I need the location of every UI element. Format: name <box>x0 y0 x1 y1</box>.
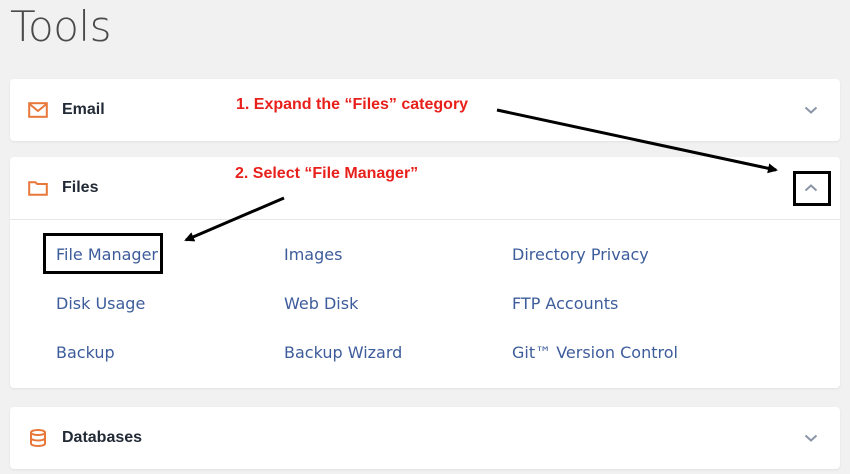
tool-link-ftp-accounts[interactable]: FTP Accounts <box>512 294 619 313</box>
database-icon <box>28 429 48 447</box>
files-tool-grid: File Manager Images Directory Privacy Di… <box>10 220 840 388</box>
tool-link-directory-privacy[interactable]: Directory Privacy <box>512 245 649 264</box>
databases-panel-title: Databases <box>62 429 143 446</box>
databases-panel: Databases <box>10 407 840 469</box>
chevron-down-icon[interactable] <box>804 433 818 443</box>
email-panel-title: Email <box>62 101 105 118</box>
chevron-down-icon[interactable] <box>804 105 818 115</box>
annotation-step-2: 2. Select “File Manager” <box>235 165 419 182</box>
folder-icon <box>28 179 48 197</box>
email-panel-header[interactable]: Email <box>10 79 840 141</box>
tool-link-git-version-control[interactable]: Git™ Version Control <box>512 343 678 362</box>
files-panel: Files File Manager Images Directory Priv… <box>10 157 840 388</box>
tool-link-web-disk[interactable]: Web Disk <box>284 294 359 313</box>
page-title: Tools <box>10 2 111 51</box>
tool-link-file-manager[interactable]: File Manager <box>56 245 158 264</box>
files-panel-divider <box>10 219 840 220</box>
annotation-step-1: 1. Expand the “Files” category <box>236 96 469 113</box>
tool-link-images[interactable]: Images <box>284 245 343 264</box>
tool-link-disk-usage[interactable]: Disk Usage <box>56 294 146 313</box>
databases-panel-header[interactable]: Databases <box>10 407 840 469</box>
envelope-icon <box>28 101 48 119</box>
tool-link-backup-wizard[interactable]: Backup Wizard <box>284 343 403 362</box>
tool-link-backup[interactable]: Backup <box>56 343 115 362</box>
chevron-up-icon[interactable] <box>804 183 818 193</box>
files-panel-title: Files <box>62 179 99 196</box>
files-panel-header[interactable]: Files <box>10 157 840 219</box>
